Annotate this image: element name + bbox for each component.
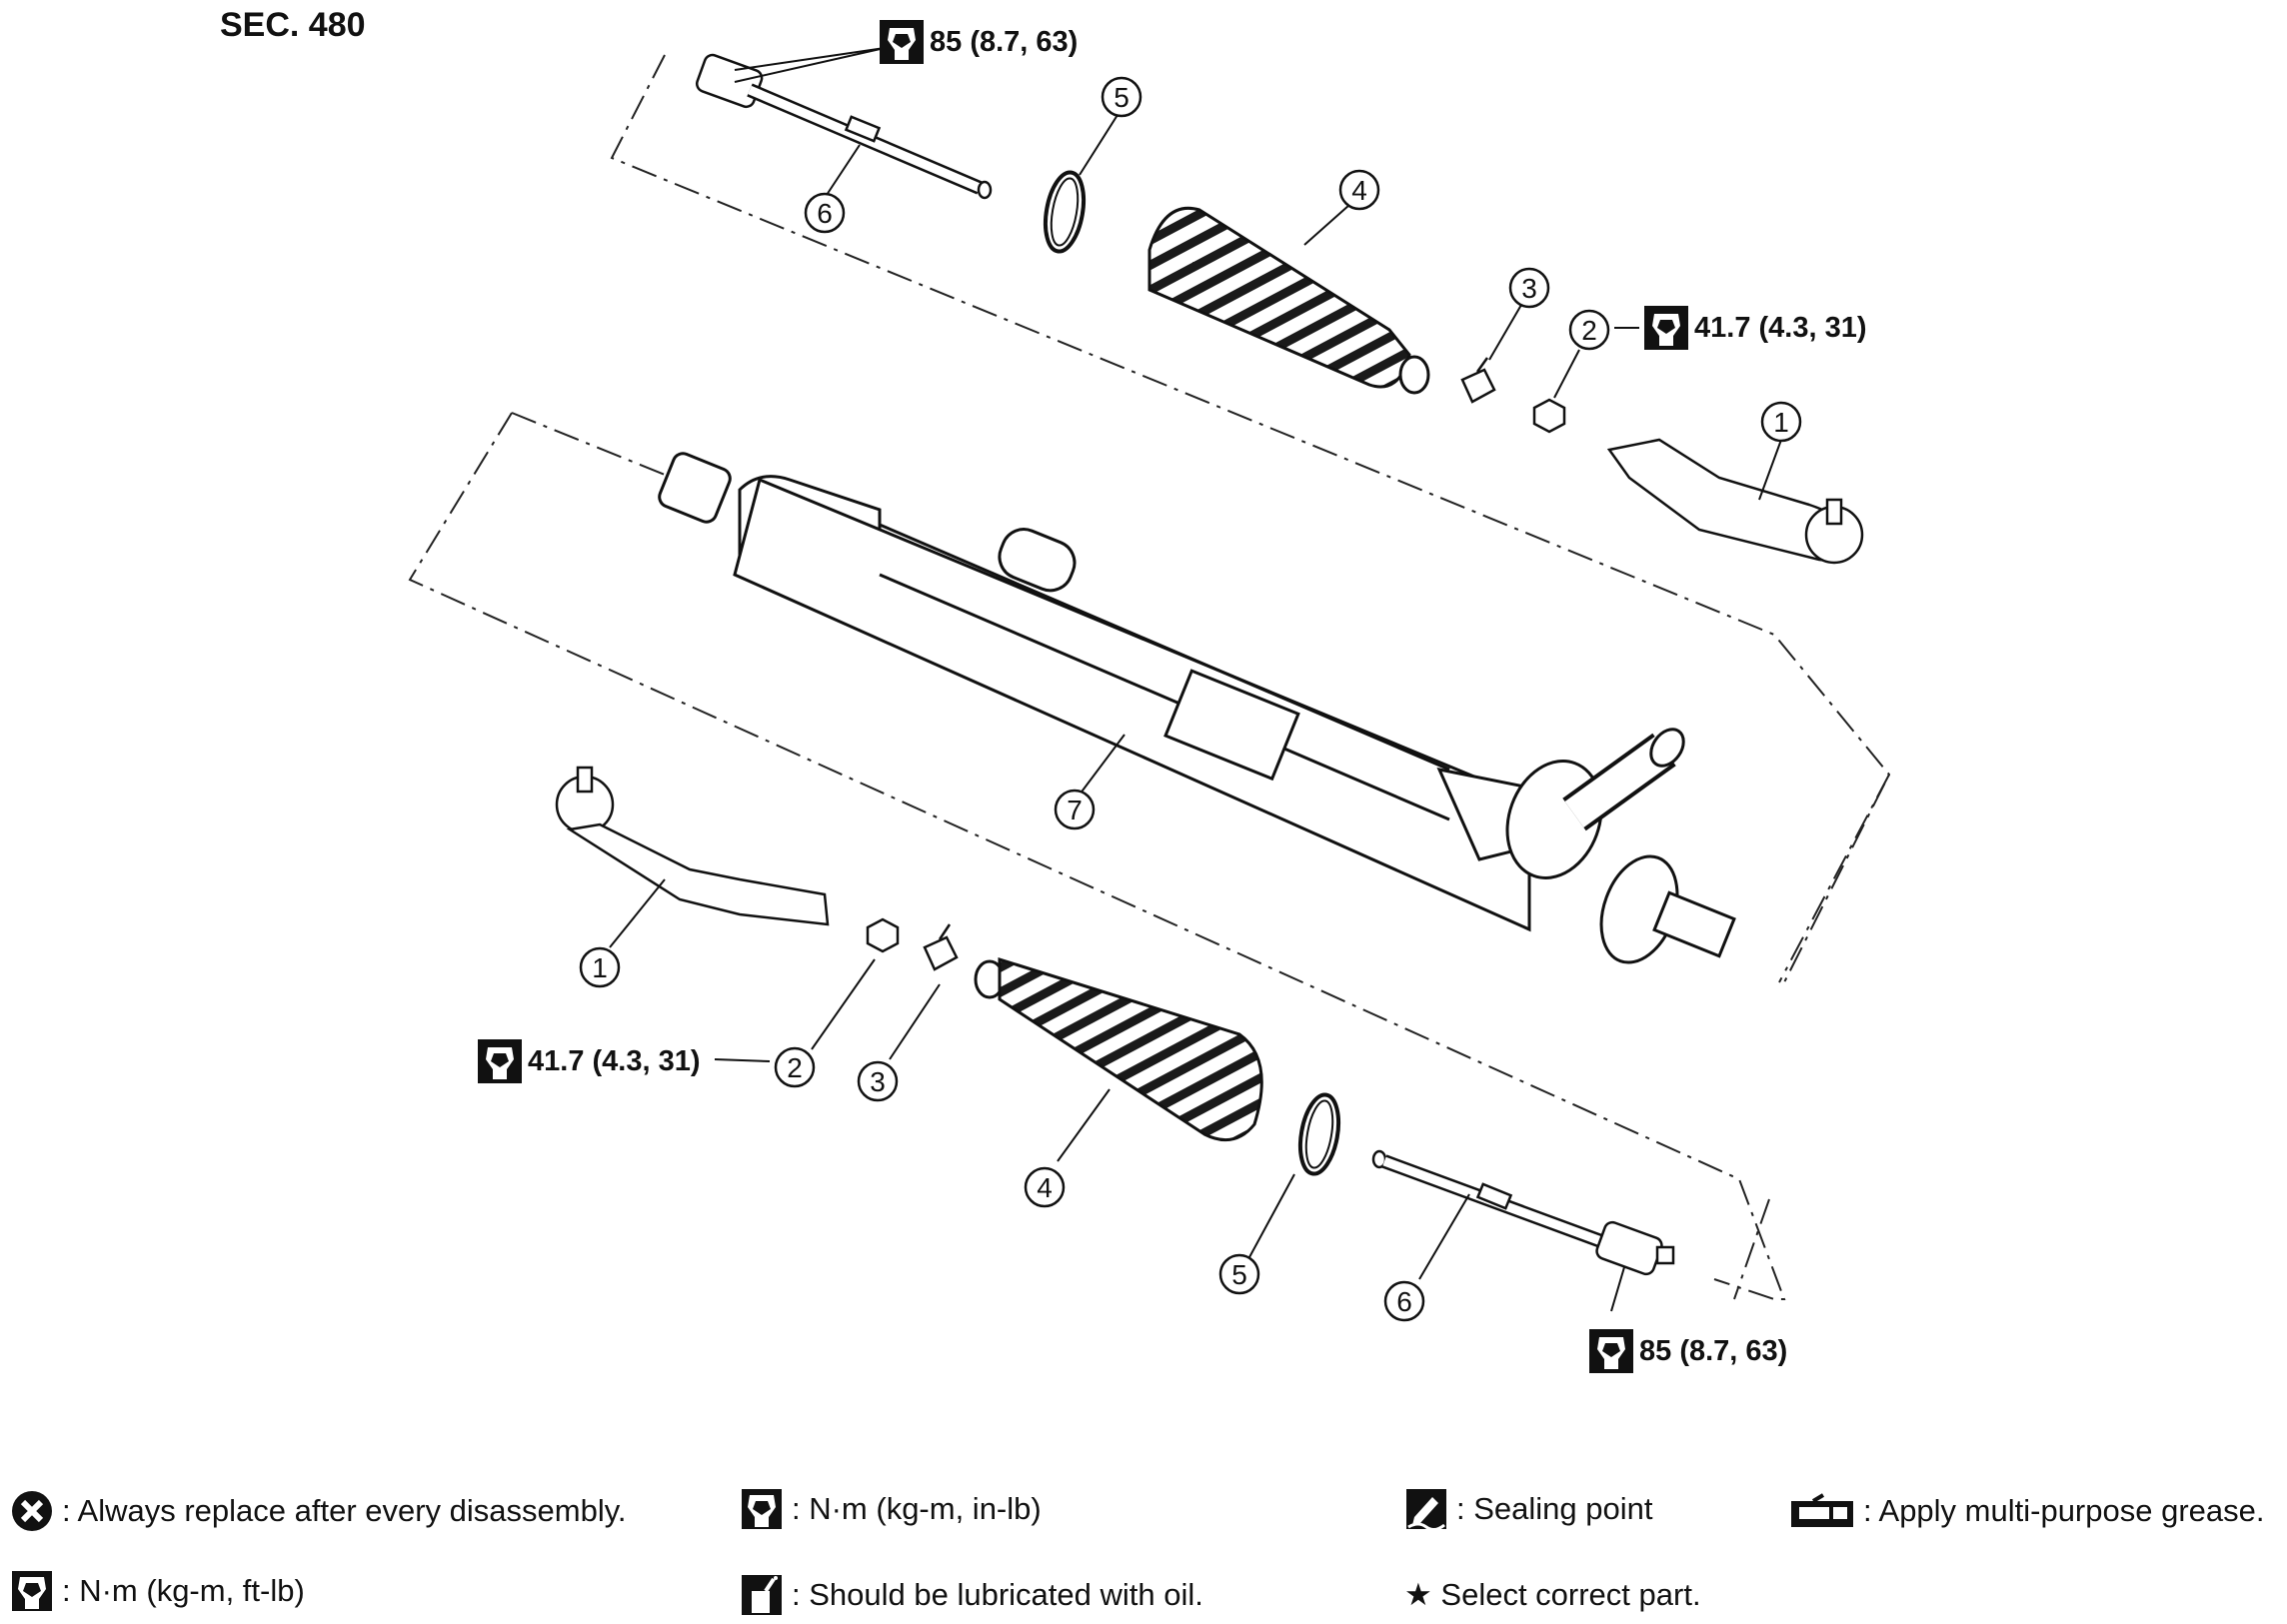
callout-6-lower: 6 [1383, 1280, 1425, 1322]
legend-replace: : Always replace after every disassembly… [10, 1489, 627, 1533]
callout-label: 3 [1521, 273, 1537, 304]
callout-label: 6 [817, 198, 833, 229]
leader-lines [609, 47, 1782, 1312]
torque-value: 41.7 (4.3, 31) [528, 1044, 701, 1077]
torque-value: 85 (8.7, 63) [930, 25, 1079, 58]
callout-label: 4 [1351, 175, 1367, 206]
legend-text: ★ Select correct part. [1404, 1577, 1701, 1612]
boot-lower [974, 956, 1263, 1142]
torque-label-top: 85 (8.7, 63) [880, 20, 1078, 64]
callout-label: 7 [1067, 795, 1083, 825]
callout-label: 5 [1231, 1259, 1247, 1290]
replace-x-icon [10, 1489, 54, 1533]
legend-text: : Sealing point [1456, 1491, 1653, 1526]
legend-text: : Always replace after every disassembly… [62, 1493, 627, 1528]
torque-wrench-icon [1644, 306, 1688, 350]
gear-housing-assembly [658, 452, 1736, 964]
torque-in-lb-icon [740, 1487, 784, 1531]
callout-label: 3 [870, 1066, 886, 1097]
lock-nut-upper [1532, 398, 1566, 434]
callout-label: 2 [787, 1052, 803, 1083]
sealing-point-icon [1404, 1487, 1448, 1531]
callout-5-lower: 5 [1218, 1253, 1260, 1295]
boot-clamp-upper [1043, 170, 1087, 254]
lock-nut-lower [866, 917, 900, 953]
clip-upper [1460, 357, 1496, 404]
oil-can-icon [740, 1573, 784, 1617]
torque-wrench-icon [1589, 1329, 1633, 1373]
callout-label: 1 [592, 952, 608, 983]
callout-4-upper: 4 [1338, 169, 1380, 211]
torque-wrench-icon [880, 20, 924, 64]
torque-value: 85 (8.7, 63) [1639, 1334, 1788, 1367]
legend-torque-in-lb: : N·m (kg-m, in-lb) [740, 1487, 1042, 1531]
torque-label-upper-nut: 41.7 (4.3, 31) [1644, 306, 1867, 350]
callout-1-upper: 1 [1760, 401, 1802, 443]
torque-label-lower-nut: 41.7 (4.3, 31) [478, 1039, 701, 1083]
outer-socket-lower [555, 766, 830, 926]
inner-socket-assembly-upper [695, 53, 993, 200]
callout-2-upper: 2 [1568, 309, 1610, 351]
callout-label: 4 [1037, 1172, 1053, 1203]
torque-label-bottom: 85 (8.7, 63) [1589, 1329, 1787, 1373]
callout-2-lower: 2 [774, 1046, 816, 1088]
callout-label: 1 [1773, 407, 1789, 438]
callouts: 6 5 4 3 2 1 7 1 2 3 4 5 6 [579, 76, 1802, 1322]
callout-6-upper: 6 [804, 192, 846, 234]
callout-label: 5 [1114, 82, 1130, 113]
outer-socket-upper [1606, 438, 1864, 565]
callout-label: 2 [1581, 315, 1597, 346]
torque-value: 41.7 (4.3, 31) [1694, 311, 1867, 344]
callout-3-lower: 3 [857, 1060, 899, 1102]
callout-label: 6 [1396, 1286, 1412, 1317]
callout-1-lower: 1 [579, 946, 621, 988]
section-title: SEC. 480 [220, 6, 366, 44]
callout-7: 7 [1054, 789, 1096, 830]
boot-clamp-lower [1297, 1092, 1341, 1176]
torque-ft-lb-icon [10, 1569, 54, 1613]
legend-sealing: : Sealing point [1404, 1487, 1652, 1531]
callout-5-upper: 5 [1101, 76, 1143, 118]
clip-lower [923, 923, 959, 971]
callout-4-lower: 4 [1024, 1166, 1066, 1208]
inner-socket-assembly-lower [1371, 1149, 1675, 1276]
legend-select-part: ★ Select correct part. [1404, 1577, 1701, 1613]
legend-text: : N·m (kg-m, in-lb) [792, 1491, 1042, 1526]
legend-grease: : Apply multi-purpose grease. [1789, 1489, 2265, 1533]
boot-upper [1147, 207, 1430, 395]
callout-3-upper: 3 [1508, 267, 1550, 309]
torque-wrench-icon [478, 1039, 522, 1083]
legend-oil: : Should be lubricated with oil. [740, 1573, 1203, 1617]
legend-text: : N·m (kg-m, ft-lb) [62, 1573, 305, 1608]
grease-icon [1789, 1489, 1855, 1533]
legend-text: : Should be lubricated with oil. [792, 1577, 1203, 1612]
legend-text: : Apply multi-purpose grease. [1863, 1493, 2265, 1528]
enclosure-lines [408, 54, 1891, 1300]
legend-torque-ft-lb: : N·m (kg-m, ft-lb) [10, 1569, 305, 1613]
